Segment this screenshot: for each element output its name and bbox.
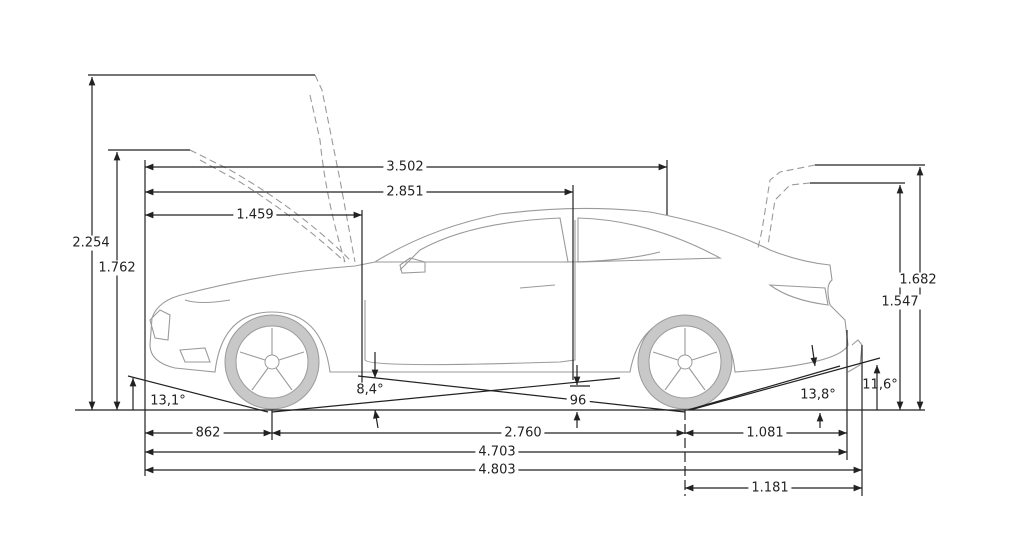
label-2851: 2.851 xyxy=(383,184,427,200)
label-rear-overhang: 1.081 xyxy=(743,425,787,441)
label-length-towbar: 4.803 xyxy=(475,462,519,478)
angle-lines xyxy=(127,344,881,429)
label-front-overhang: 862 xyxy=(192,425,224,441)
label-1547: 1.547 xyxy=(878,294,922,310)
label-ground-clearance: 96 xyxy=(566,393,590,409)
car-outline xyxy=(149,74,863,410)
label-rear-overhang-towbar: 1.181 xyxy=(748,480,792,496)
label-departure-angle-towbar: 11,6° xyxy=(862,377,898,393)
label-hood-height: 1.762 xyxy=(95,260,139,276)
label-wheelbase: 2.760 xyxy=(501,425,545,441)
label-max-height-hood: 2.254 xyxy=(69,235,113,251)
label-1682: 1.682 xyxy=(896,272,940,288)
label-length: 4.703 xyxy=(475,444,519,460)
reference-lines xyxy=(75,74,925,496)
label-approach-angle: 13,1° xyxy=(150,393,186,409)
label-breakover-angle: 8,4° xyxy=(353,382,387,398)
label-1459: 1.459 xyxy=(233,207,277,223)
label-departure-angle: 13,8° xyxy=(800,387,836,403)
label-3502: 3.502 xyxy=(383,159,427,175)
